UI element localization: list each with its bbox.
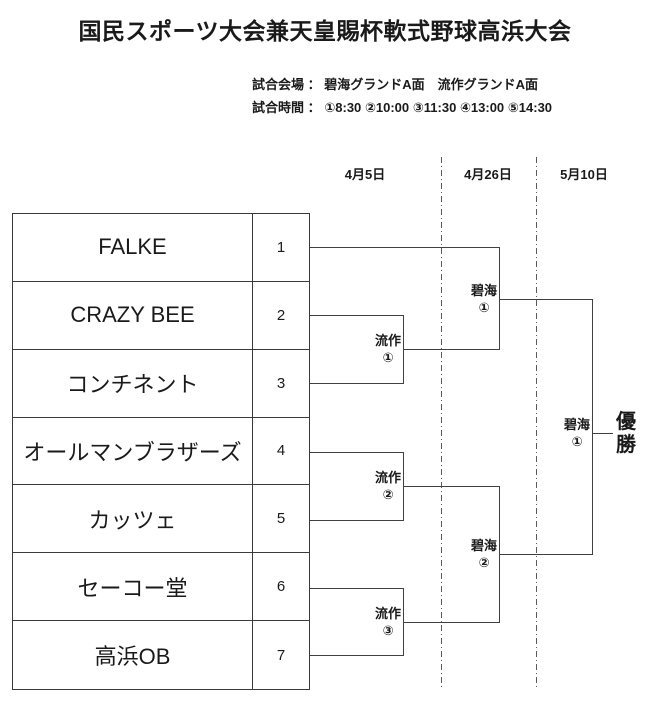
page-title: 国民スポーツ大会兼天皇賜杯軟式野球高浜大会	[78, 18, 572, 44]
bracket-line	[310, 383, 403, 384]
team-seed: 7	[276, 646, 286, 664]
table-row: 高浜OB 7	[13, 621, 309, 689]
team-name: オールマンブラザーズ	[13, 417, 253, 485]
team-name: FALKE	[13, 214, 253, 281]
time-row: 試合時間 ： ①8:30 ②10:00 ③11:30 ④13:00 ⑤14:30	[252, 101, 552, 124]
bracket-line	[403, 622, 499, 623]
bracket-line	[592, 299, 593, 555]
match-info: 試合会場 ： 碧海グランドA面 流作グランドA面 試合時間 ： ①8:30 ②1…	[252, 78, 552, 124]
time-value: ①8:30 ②10:00 ③11:30 ④13:00 ⑤14:30	[324, 100, 553, 115]
team-seed: 3	[276, 374, 286, 392]
bracket-line	[403, 486, 499, 487]
bracket-line	[310, 655, 403, 656]
champion-label: 優勝	[616, 411, 636, 456]
team-seed: 6	[276, 578, 286, 596]
venue-value: 碧海グランドA面 流作グランドA面	[324, 77, 539, 92]
team-seed: 4	[276, 442, 286, 460]
bracket-line	[310, 247, 499, 248]
time-label: 試合時間 ：	[252, 100, 321, 115]
team-seed: 5	[276, 510, 286, 528]
team-seed: 1	[276, 238, 286, 256]
team-name: 高浜OB	[13, 621, 253, 689]
team-name: カッツェ	[13, 485, 253, 553]
team-name: CRAZY BEE	[13, 281, 253, 349]
bracket-line	[592, 433, 613, 434]
table-row: オールマンブラザーズ 4	[13, 417, 309, 486]
venue-label: 試合会場 ：	[252, 77, 321, 92]
bracket-line	[499, 299, 592, 300]
bracket-line	[403, 349, 499, 350]
team-seed: 2	[276, 306, 286, 324]
team-name: セーコー堂	[13, 553, 253, 621]
teams-table: FALKE 1 CRAZY BEE 2 コンチネント 3 オールマンブラザーズ …	[12, 213, 310, 690]
date-divider-line	[441, 157, 442, 690]
table-row: CRAZY BEE 2	[13, 281, 309, 350]
bracket-line	[499, 554, 592, 555]
bracket-line	[310, 452, 403, 453]
table-row: コンチネント 3	[13, 349, 309, 418]
table-row: カッツェ 5	[13, 485, 309, 554]
table-row: セーコー堂 6	[13, 553, 309, 622]
table-row: FALKE 1	[13, 214, 309, 282]
bracket-line	[310, 315, 403, 316]
date-divider-line	[536, 157, 537, 690]
date-column-may10: 5月10日	[560, 167, 608, 182]
bracket-line	[310, 520, 403, 521]
team-name: コンチネント	[13, 349, 253, 417]
bracket-line	[499, 247, 500, 350]
date-column-april26: 4月26日	[464, 167, 512, 182]
venue-row: 試合会場 ： 碧海グランドA面 流作グランドA面	[252, 78, 552, 101]
bracket-line	[310, 588, 403, 589]
date-column-april5: 4月5日	[344, 167, 386, 182]
